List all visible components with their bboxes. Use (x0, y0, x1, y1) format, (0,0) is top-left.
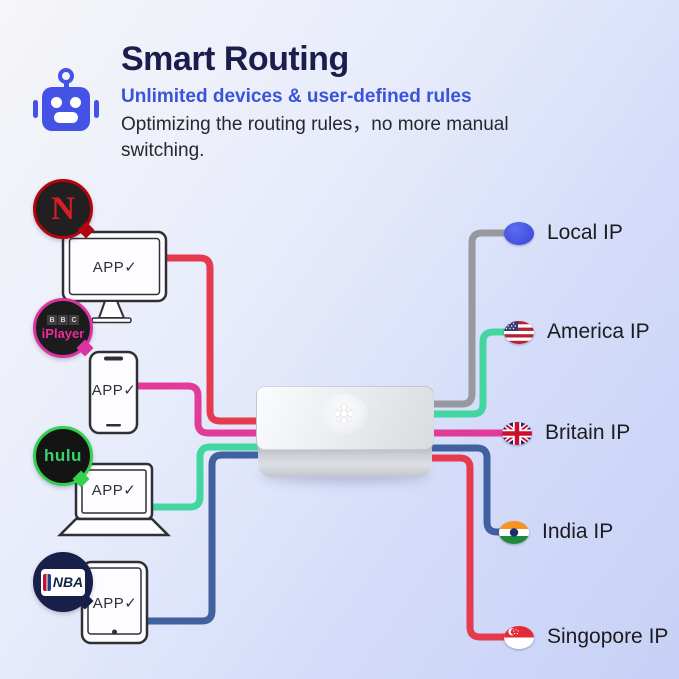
router-device: ❉ (254, 384, 436, 482)
endpoint-britain-ip: Britain IP (502, 421, 630, 445)
page-title: Smart Routing (121, 40, 349, 78)
phone-app-label: APP✓ (91, 382, 137, 399)
monitor-to-router-line (165, 254, 262, 425)
bbc-iplayer-label: iPlayer (41, 326, 85, 341)
tablet-to-router-line (146, 451, 262, 625)
laptop-to-router-line (151, 443, 262, 511)
hulu-icon: hulu (44, 446, 82, 465)
laptop-app-label: APP✓ (91, 482, 137, 499)
router-logo-emblem: ❉ (320, 394, 368, 434)
bbc-letter-box: B (47, 315, 57, 325)
router-to-local-ip-line (430, 229, 506, 408)
india-flag-icon (499, 520, 529, 544)
uk-flag-icon (502, 421, 532, 445)
local-ip-label: Local IP (547, 221, 623, 244)
nba-badge: NBA (33, 552, 94, 612)
router-to-america-ip-line (430, 328, 506, 418)
page-subtitle: Unlimited devices & user-defined rules (121, 86, 472, 107)
endpoint-local-ip: Local IP (504, 221, 623, 245)
endpoint-singapore-ip: Singopore IP (504, 625, 668, 649)
router-to-india-ip-line (430, 444, 501, 536)
nba-label: NBA (52, 574, 84, 590)
america-ip-label: America IP (547, 320, 650, 343)
local-ip-dot (504, 221, 534, 245)
endpoint-india-ip: India IP (499, 520, 613, 544)
router-front-face (258, 446, 432, 477)
hulu-badge: hulu (33, 426, 93, 488)
router-to-singapore-ip-line (430, 454, 505, 641)
endpoint-america-ip: America IP (504, 320, 650, 344)
bbc-letter-box: C (69, 315, 79, 325)
bbc-iplayer-icon: B B C iPlayer (41, 315, 85, 341)
singapore-flag-icon (504, 625, 534, 649)
nba-icon: NBA (41, 568, 85, 596)
netflix-badge: N (33, 179, 95, 239)
singapore-ip-label: Singopore IP (547, 625, 669, 648)
page-description: Optimizing the routing rules，no more man… (121, 114, 509, 161)
monitor-app-label: APP✓ (92, 259, 138, 276)
britain-ip-label: Britain IP (545, 421, 631, 444)
usa-flag-icon (504, 320, 534, 344)
phone-to-router-line (136, 382, 262, 437)
india-ip-label: India IP (542, 520, 614, 543)
nba-logo-mark (42, 573, 51, 591)
netflix-icon: N (51, 190, 75, 227)
bbc-iplayer-badge: B B C iPlayer (33, 298, 94, 358)
robot-icon (27, 42, 105, 134)
bbc-letter-box: B (58, 315, 68, 325)
